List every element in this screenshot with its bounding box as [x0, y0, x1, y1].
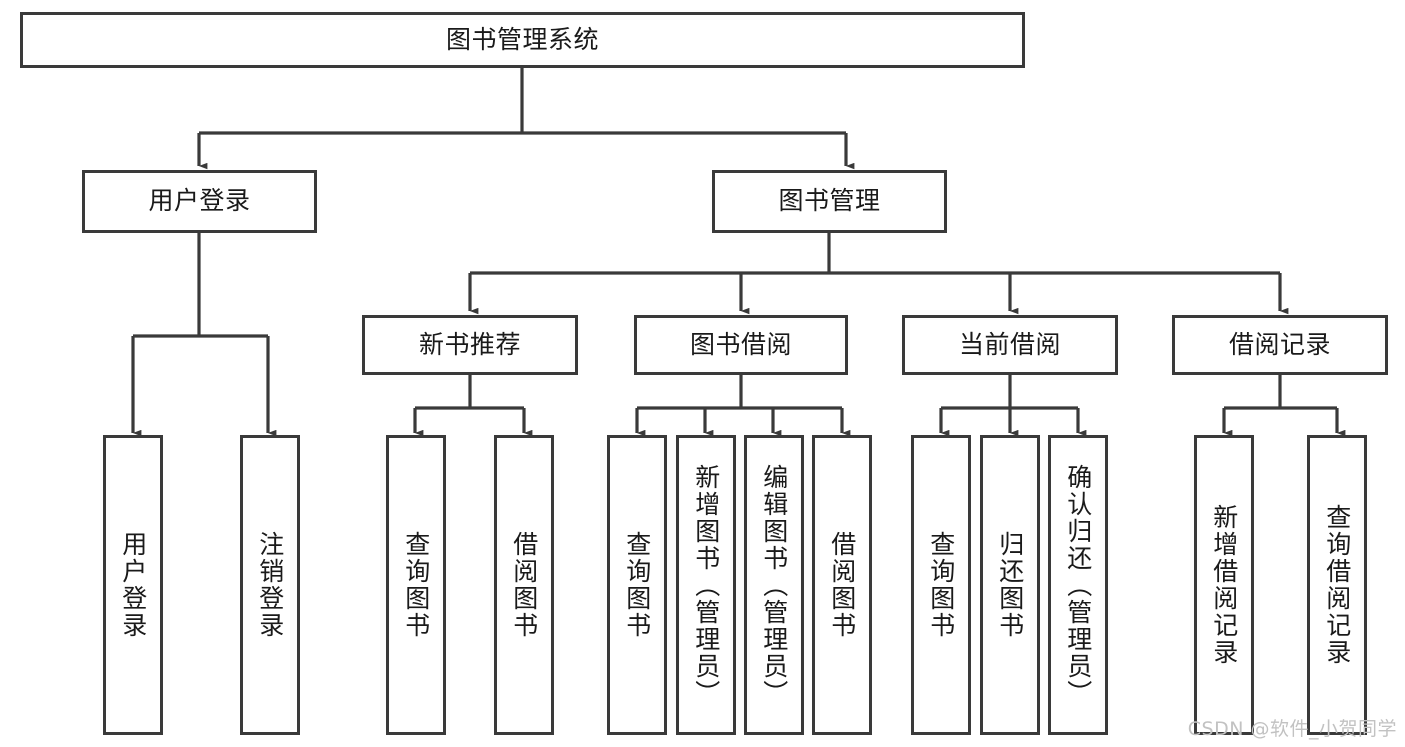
- leaf-node-borrow-book[interactable]: 借阅图书: [812, 435, 872, 735]
- leaf-node-return-book[interactable]: 归还图书: [980, 435, 1040, 735]
- leaf-node-user-login[interactable]: 用户登录: [103, 435, 163, 735]
- leaf-node-confirm-return[interactable]: 确认归还（管理员）: [1048, 435, 1108, 735]
- node-label: 查询借阅记录: [1322, 504, 1352, 666]
- node-label: 注销登录: [255, 531, 285, 639]
- leaf-node-query-book-borrow[interactable]: 查询图书: [607, 435, 667, 735]
- node-label: 新增借阅记录: [1209, 504, 1239, 666]
- leaf-node-borrow-book-recommend[interactable]: 借阅图书: [494, 435, 554, 735]
- leaf-node-logout-login[interactable]: 注销登录: [240, 435, 300, 735]
- leaf-node-query-book-recommend[interactable]: 查询图书: [386, 435, 446, 735]
- node-label: 当前借阅: [958, 329, 1061, 359]
- node-book-borrow[interactable]: 图书借阅: [634, 315, 848, 375]
- node-book-management[interactable]: 图书管理: [712, 170, 947, 233]
- node-label: 编辑图书（管理员）: [759, 463, 789, 707]
- node-label: 查询图书: [926, 531, 956, 639]
- node-label: 用户登录: [118, 531, 148, 639]
- node-new-book-recommend[interactable]: 新书推荐: [362, 315, 578, 375]
- node-book-management-system[interactable]: 图书管理系统: [20, 12, 1025, 68]
- leaf-node-add-borrow-record[interactable]: 新增借阅记录: [1194, 435, 1254, 735]
- node-label: 图书管理: [778, 186, 881, 216]
- leaf-node-query-borrow-record[interactable]: 查询借阅记录: [1307, 435, 1367, 735]
- csdn-watermark: CSDN @软件_小贺同学: [1187, 718, 1397, 740]
- node-label: 新书推荐: [418, 329, 521, 359]
- leaf-node-add-book[interactable]: 新增图书（管理员）: [676, 435, 736, 735]
- node-label: 借阅图书: [509, 531, 539, 639]
- node-current-borrow[interactable]: 当前借阅: [902, 315, 1118, 375]
- node-label: 借阅图书: [827, 531, 857, 639]
- leaf-node-query-book-current[interactable]: 查询图书: [911, 435, 971, 735]
- node-label: 新增图书（管理员）: [691, 463, 721, 707]
- node-user-login[interactable]: 用户登录: [82, 170, 317, 233]
- node-label: 查询图书: [622, 531, 652, 639]
- node-label: 确认归还（管理员）: [1063, 463, 1093, 707]
- node-label: 用户登录: [148, 186, 251, 216]
- node-label: 图书借阅: [689, 329, 792, 359]
- leaf-node-edit-book[interactable]: 编辑图书（管理员）: [744, 435, 804, 735]
- node-label: 图书管理系统: [445, 24, 599, 54]
- node-borrow-record[interactable]: 借阅记录: [1172, 315, 1388, 375]
- node-label: 查询图书: [401, 531, 431, 639]
- node-label: 归还图书: [995, 531, 1025, 639]
- node-label: 借阅记录: [1228, 329, 1331, 359]
